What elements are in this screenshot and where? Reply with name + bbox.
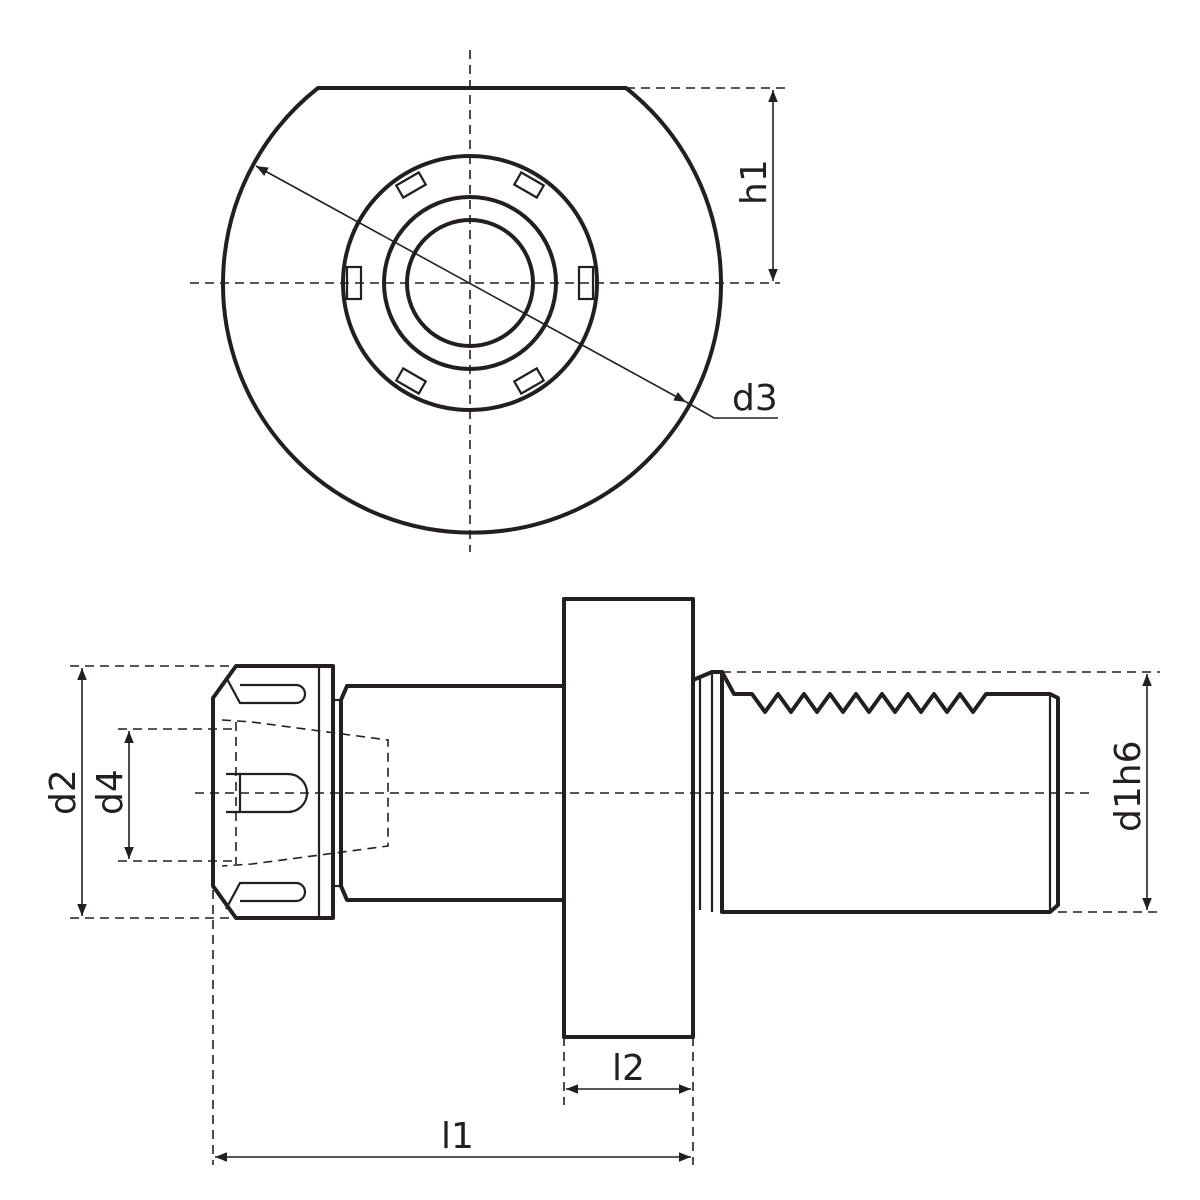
d3-leader <box>685 401 778 419</box>
d3-dimension-line <box>255 165 687 403</box>
front-view: d3 h1 <box>190 50 785 552</box>
collet-nut-head <box>211 664 335 920</box>
flange <box>562 597 695 1039</box>
d3-label: d3 <box>732 378 778 419</box>
collet-slot-middle <box>226 772 309 814</box>
h1-label: h1 <box>734 159 775 205</box>
collet-slot-bottom <box>225 881 307 910</box>
disc-outline <box>221 86 723 535</box>
l2-label: l2 <box>612 1048 645 1089</box>
d1h6-label: d1h6 <box>1108 741 1149 832</box>
d2-label: d2 <box>43 769 84 815</box>
l1-label: l1 <box>441 1116 474 1157</box>
shank-serration <box>720 670 992 714</box>
collet-slot-top <box>225 676 307 705</box>
shank-outline <box>691 670 1060 914</box>
d4-label: d4 <box>90 769 131 815</box>
side-view: d2 d4 d1h6 l2 l1 <box>43 597 1160 1165</box>
